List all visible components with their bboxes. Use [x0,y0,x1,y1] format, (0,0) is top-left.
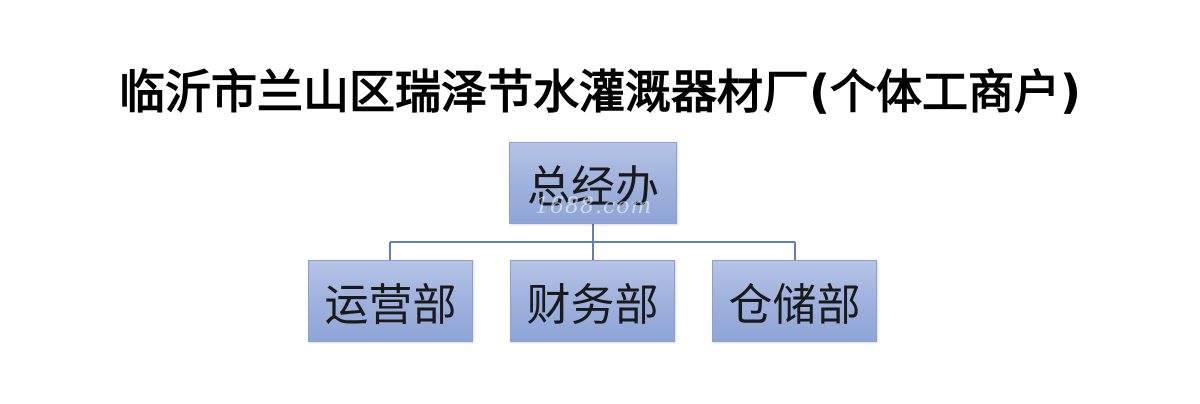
node-operations: 运营部 [308,260,473,342]
page-title: 临沂市兰山区瑞泽节水灌溉器材厂(个体工商户) [118,65,1082,119]
node-label: 总经办 [527,162,659,213]
node-label: 仓储部 [728,280,861,331]
node-label: 财务部 [526,280,659,331]
node-general-office: 总经办 [509,142,677,224]
watermark: 1688.com [535,194,653,219]
node-warehouse: 仓储部 [712,260,877,342]
node-label: 运营部 [324,280,457,331]
node-finance: 财务部 [510,260,675,342]
